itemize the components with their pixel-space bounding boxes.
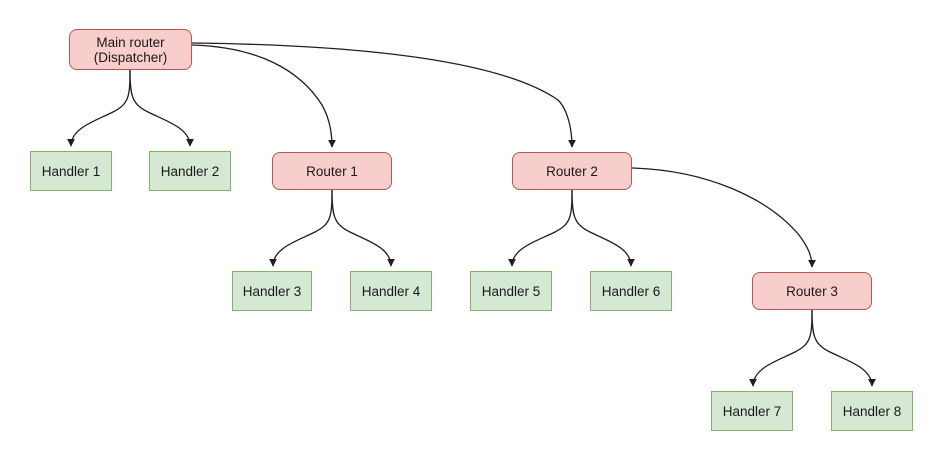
- node-handler-1-label: Handler 1: [41, 163, 101, 179]
- edge-main-router-to-router-1: [191, 44, 336, 148]
- node-router-1-label: Router 1: [306, 163, 358, 179]
- node-main-router-label: Main router (Dispatcher): [93, 34, 168, 65]
- node-handler-2[interactable]: Handler 2: [149, 151, 231, 191]
- node-handler-5[interactable]: Handler 5: [470, 271, 552, 311]
- node-router-3-label: Router 3: [786, 283, 838, 299]
- node-handler-2-label: Handler 2: [160, 163, 220, 179]
- edge-router-1-to-handler-4: [331, 189, 395, 267]
- edge-router-3-to-handler-8: [811, 309, 876, 387]
- edge-main-router-to-router-2: [191, 42, 576, 148]
- node-handler-8-label: Handler 8: [842, 403, 902, 419]
- node-handler-8[interactable]: Handler 8: [831, 391, 913, 431]
- node-router-1[interactable]: Router 1: [272, 152, 392, 190]
- edge-router-1-to-handler-3: [269, 189, 333, 267]
- edge-router-2-to-router-3: [631, 167, 816, 268]
- node-router-3[interactable]: Router 3: [752, 272, 872, 310]
- node-handler-4[interactable]: Handler 4: [350, 271, 432, 311]
- edge-router-2-to-handler-6: [571, 189, 635, 267]
- node-handler-6[interactable]: Handler 6: [590, 271, 672, 311]
- edge-router-3-to-handler-7: [749, 309, 813, 387]
- edge-main-router-to-handler-1: [67, 69, 131, 147]
- node-main-router[interactable]: Main router (Dispatcher): [69, 29, 192, 70]
- node-handler-7[interactable]: Handler 7: [711, 391, 793, 431]
- node-handler-1[interactable]: Handler 1: [30, 151, 112, 191]
- node-handler-4-label: Handler 4: [361, 283, 421, 299]
- node-handler-7-label: Handler 7: [722, 403, 782, 419]
- node-handler-3[interactable]: Handler 3: [232, 271, 312, 311]
- node-handler-3-label: Handler 3: [242, 283, 302, 299]
- node-handler-5-label: Handler 5: [481, 283, 541, 299]
- edge-router-2-to-handler-5: [508, 189, 573, 267]
- edge-main-router-to-handler-2: [129, 69, 194, 147]
- node-router-2[interactable]: Router 2: [512, 152, 632, 190]
- node-handler-6-label: Handler 6: [601, 283, 661, 299]
- node-router-2-label: Router 2: [546, 163, 598, 179]
